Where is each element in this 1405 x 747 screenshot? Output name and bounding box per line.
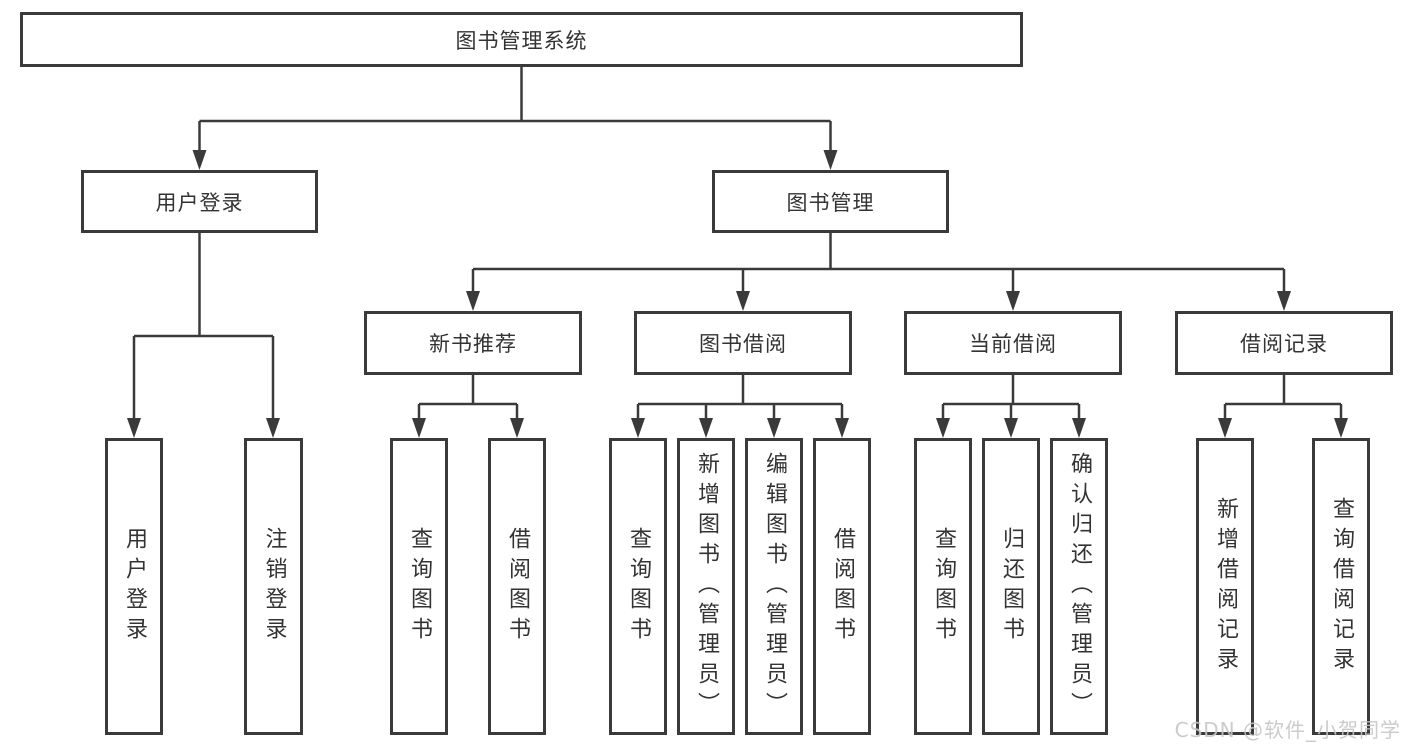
node-user-login: 用户登录 bbox=[81, 170, 318, 233]
node-label: 确认归还（管理员） bbox=[1067, 451, 1092, 722]
node-label: 当前借阅 bbox=[969, 332, 1057, 356]
node-label: 注销登录 bbox=[261, 526, 287, 647]
leaf-nb-borrow-books: 借阅图书 bbox=[488, 438, 546, 735]
leaf-bb-borrow-books: 借阅图书 bbox=[813, 438, 871, 735]
node-label: 图书管理 bbox=[786, 190, 875, 215]
node-label: 图书管理系统 bbox=[455, 28, 588, 53]
node-label: 查询图书 bbox=[626, 526, 651, 647]
node-current-borrowing: 当前借阅 bbox=[904, 311, 1122, 375]
leaf-logout: 注销登录 bbox=[244, 438, 303, 735]
node-label: 用户登录 bbox=[122, 526, 147, 647]
leaf-br-query-record: 查询借阅记录 bbox=[1312, 438, 1370, 735]
leaf-bb-query-books: 查询图书 bbox=[609, 438, 667, 735]
leaf-bb-edit-books-admin: 编辑图书（管理员） bbox=[745, 438, 803, 735]
node-new-book-recommendation: 新书推荐 bbox=[364, 311, 582, 375]
node-label: 借阅图书 bbox=[830, 526, 855, 647]
node-label: 查询借阅记录 bbox=[1329, 496, 1354, 677]
node-label: 图书借阅 bbox=[699, 332, 787, 356]
leaf-br-add-record: 新增借阅记录 bbox=[1196, 438, 1254, 735]
node-label: 用户登录 bbox=[155, 190, 244, 215]
node-label: 新增借阅记录 bbox=[1213, 496, 1238, 677]
node-book-borrowing: 图书借阅 bbox=[634, 311, 852, 375]
leaf-nb-query-books: 查询图书 bbox=[390, 438, 448, 735]
node-library-management-system: 图书管理系统 bbox=[20, 12, 1023, 67]
node-label: 新书推荐 bbox=[429, 332, 517, 356]
leaf-cb-return-books: 归还图书 bbox=[982, 438, 1040, 735]
leaf-cb-query-books: 查询图书 bbox=[914, 438, 972, 735]
node-label: 查询图书 bbox=[407, 526, 432, 647]
node-label: 借阅图书 bbox=[505, 526, 530, 647]
leaf-bb-add-books-admin: 新增图书（管理员） bbox=[677, 438, 735, 735]
node-label: 新增图书（管理员） bbox=[694, 451, 719, 722]
node-label: 归还图书 bbox=[999, 526, 1024, 647]
node-label: 查询图书 bbox=[931, 526, 956, 647]
leaf-cb-confirm-return-admin: 确认归还（管理员） bbox=[1050, 438, 1108, 735]
node-label: 借阅记录 bbox=[1240, 332, 1328, 356]
node-label: 编辑图书（管理员） bbox=[762, 451, 787, 722]
node-book-management: 图书管理 bbox=[712, 170, 949, 233]
node-borrowing-records: 借阅记录 bbox=[1175, 311, 1393, 375]
csdn-watermark: CSDN @软件_小贺同学 bbox=[1174, 718, 1401, 742]
leaf-user-login: 用户登录 bbox=[105, 438, 163, 735]
